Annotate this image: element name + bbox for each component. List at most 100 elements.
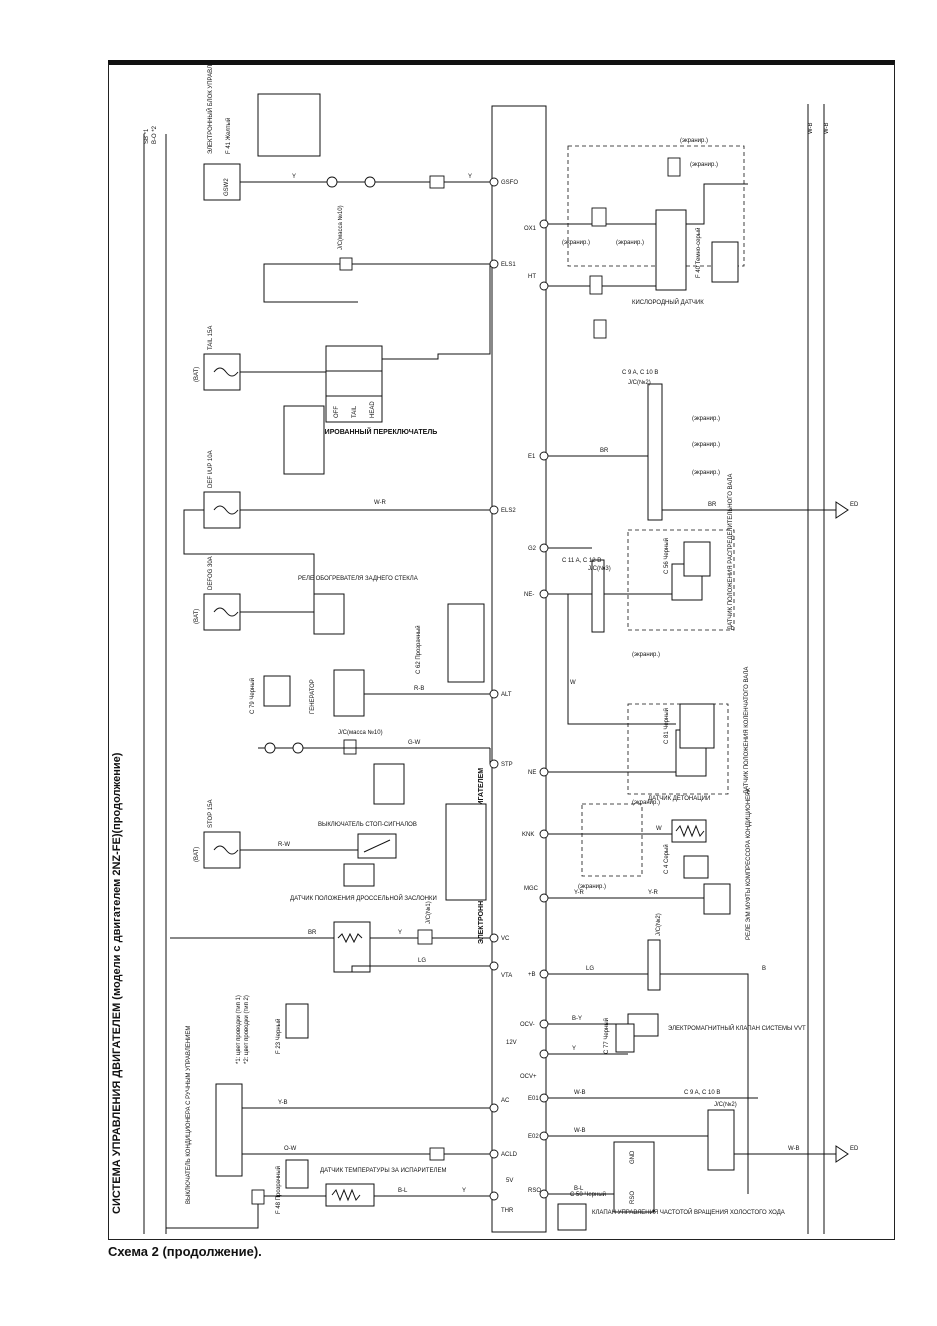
- cam-shield-label: (экранир.): [632, 652, 660, 658]
- connector-evap-left: [251, 1189, 265, 1205]
- pin-label-ht: HT: [528, 274, 536, 280]
- jc1-label: J/C(№1): [425, 901, 432, 924]
- wire-alt-color: R-B: [414, 686, 424, 692]
- cam-conn-label: C 56 Черный: [663, 538, 670, 574]
- combo-pos-head: HEAD: [370, 401, 376, 418]
- combo-pos-tail: TAIL: [352, 405, 358, 418]
- bat-label-3: (BAT): [194, 847, 200, 862]
- crank-shield-box: [627, 703, 729, 795]
- ac-switch-box: [215, 1083, 243, 1177]
- fuse-defog-icon: [213, 607, 239, 617]
- pin-ne-minus: [539, 589, 549, 599]
- fuse-defog-label: DEFOG 30A: [208, 556, 214, 590]
- srs-ecu-box: [203, 163, 241, 201]
- knock-shield-label: (экранир.): [578, 884, 606, 890]
- pin-label-e02: E02: [528, 1134, 539, 1140]
- fuse-defiup-label: DEF I/UP 10A: [208, 450, 214, 488]
- wire-plus-b-color2: B: [762, 966, 766, 972]
- iac-valve-box: [613, 1141, 655, 1213]
- wire-thr-color: Y: [462, 1188, 466, 1194]
- iac-connector-icon: [557, 1203, 587, 1231]
- wire-vta: [351, 965, 490, 972]
- srs-label: ЭЛЕКТРОННЫЙ БЛОК УПРАВЛЕНИЯ SRS: [206, 64, 214, 154]
- jc2-top-conn: C 9 A, C 10 B: [622, 370, 658, 376]
- wire-ocv-plus-color: Y: [572, 1046, 576, 1052]
- pin-acld: [489, 1149, 499, 1159]
- pin-gsfo: [489, 177, 499, 187]
- wire-rso-color: B-L: [574, 1186, 584, 1192]
- wire-tps-br-color: BR: [308, 930, 317, 936]
- vvt-conn-label: C 77 Черный: [603, 1018, 610, 1054]
- wire-plus-b-color: LG: [586, 966, 594, 972]
- knock-resistor-icon: [675, 824, 705, 838]
- combo-pos-off: OFF: [334, 406, 340, 418]
- fuse-defiup-icon: [213, 505, 239, 515]
- vvt-valve-label: ЭЛЕКТРОМАГНИТНЫЙ КЛАПАН СИСТЕМЫ VVT: [668, 1024, 806, 1032]
- ecu-connector-c62-icon: [447, 603, 485, 683]
- diagram-frame: [108, 62, 895, 1240]
- pin-label-e01: E01: [528, 1096, 539, 1102]
- stop-switch-label: ВЫКЛЮЧАТЕЛЬ СТОП-СИГНАЛОВ: [318, 822, 417, 828]
- relay-defog-box: [313, 593, 345, 635]
- knock-connector-icon: [683, 855, 709, 879]
- jc2-shield-1: (экранир.): [692, 416, 720, 422]
- ac-conn-label: F 23 Черный: [275, 1019, 282, 1054]
- pin-label-els1: ELS1: [501, 262, 516, 268]
- pin-label-rso: RSO: [528, 1188, 541, 1194]
- ground-symbol-bottom: [835, 1145, 849, 1163]
- pin-label-vc: VC: [501, 936, 510, 942]
- pin-ac: [489, 1103, 499, 1113]
- tps-box: [333, 921, 371, 973]
- pin-label-e1: E1: [528, 454, 536, 460]
- connector-o2-shield: [667, 157, 681, 177]
- wire-vc-color: Y: [398, 930, 402, 936]
- wire-ac-color: Y-B: [278, 1100, 287, 1106]
- ac-relay-label: РЕЛЕ Э/М МУФТЫ КОМПРЕССОРА КОНДИЦИОНЕРА: [746, 788, 752, 940]
- wire-evap-color: B-L: [398, 1188, 408, 1194]
- wire-gsfo-color2: Y: [468, 174, 472, 180]
- c62-label: C 62 Прозрачный: [415, 625, 422, 674]
- stp-connector-icon: [373, 763, 405, 805]
- wire-acld-color: O-W: [284, 1146, 297, 1152]
- wire-mgc-color: Y-R: [574, 890, 584, 896]
- cam-connector-icon: [683, 541, 711, 577]
- knock-sensor-box: [671, 819, 707, 843]
- jc-mass10-box-2: [343, 739, 357, 755]
- wire-els2-color: W-R: [374, 500, 387, 506]
- wire-stop-color: R-W: [278, 842, 290, 848]
- combo-switch-label: КОМБИНИРОВАННЫЙ ПЕРЕКЛЮЧАТЕЛЬ: [294, 427, 437, 436]
- combo-connector-icon: [283, 405, 325, 475]
- wire-gsfo-color: Y: [292, 174, 296, 180]
- wire-stp-color: G-W: [408, 740, 421, 746]
- evap-resistor-icon: [331, 1188, 361, 1202]
- crank-connector-icon: [679, 703, 715, 749]
- tps-label: ДАТЧИК ПОЛОЖЕНИЯ ДРОССЕЛЬНОЙ ЗАСЛОНКИ: [290, 894, 437, 902]
- jc2-shield-3: (экранир.): [692, 470, 720, 476]
- o2-sensor-label: КИСЛОРОДНЫЙ ДАТЧИК: [632, 298, 704, 306]
- ac-switch-label: ВЫКЛЮЧАТЕЛЬ КОНДИЦИОНЕРА С РУЧНЫМ УПРАВЛ…: [186, 1026, 192, 1204]
- jc2-top-box: [647, 383, 663, 521]
- wire-note-1: *1: цвет проводки (тип 1): [236, 995, 242, 1064]
- pin-label-ne-minus: NE-: [524, 592, 534, 598]
- o2-shield-label-3: (экранир.): [562, 240, 590, 246]
- pin-knk: [539, 829, 549, 839]
- fuse-stop-box: [203, 831, 241, 869]
- pin-rso: [539, 1189, 549, 1199]
- pin-ht: [539, 281, 549, 291]
- jc2-bottom-conn: C 9 A, C 10 B: [684, 1090, 720, 1096]
- iac-conn-label: C 50 Черный: [570, 1191, 606, 1198]
- wire-knk-color: W: [656, 826, 662, 832]
- pin-stp: [489, 759, 499, 769]
- stop-switch-icon: [363, 839, 391, 853]
- jc2-mid-box: [647, 939, 661, 991]
- diagram-title: СИСТЕМА УПРАВЛЕНИЯ ДВИГАТЕЛЕМ (модели с …: [111, 752, 123, 1214]
- pin-e1: [539, 451, 549, 461]
- o2-shield-label-2: (экранир.): [690, 162, 718, 168]
- ecu-connector-c63-icon: [445, 803, 487, 901]
- jc3-conn: C 11 A, C 12 B: [562, 558, 601, 564]
- label-12v: 12V: [506, 1040, 517, 1046]
- rail-label-bo: B-O *2: [152, 125, 158, 144]
- pin-vta: [489, 961, 499, 971]
- cam-sensor-label: ДАТЧИК ПОЛОЖЕНИЯ РАСПРЕДЕЛИТЕЛЬНОГО ВАЛА: [728, 474, 734, 630]
- crank-shield-label: (экранир.): [632, 800, 660, 806]
